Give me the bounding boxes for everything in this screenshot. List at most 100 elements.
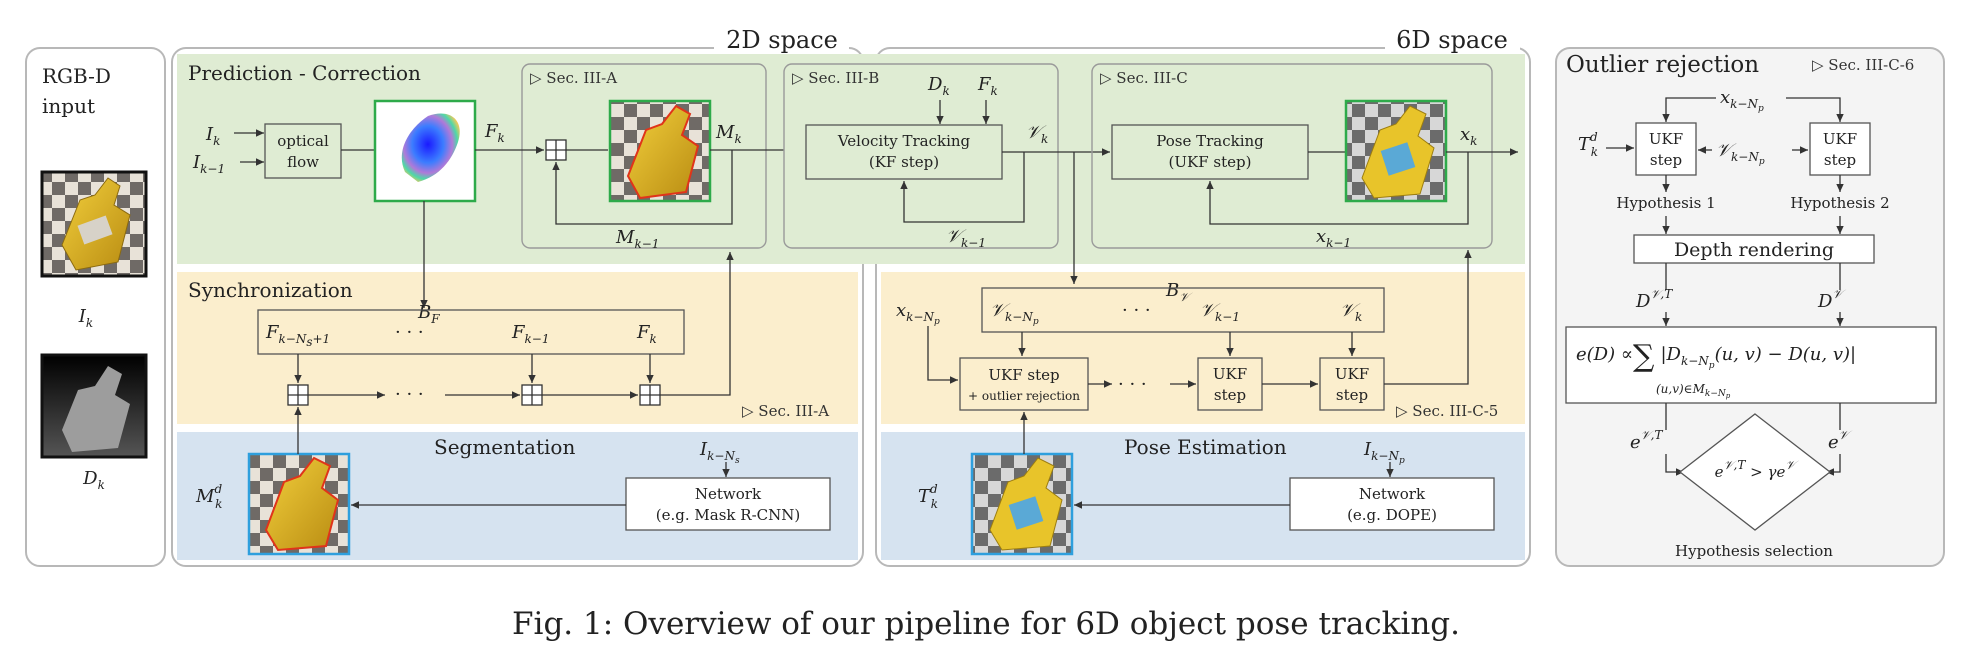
hypothesis-2-label: Hypothesis 2 bbox=[1790, 194, 1889, 212]
ukf-step-box-1 bbox=[1197, 357, 1263, 411]
pose-render-image bbox=[1344, 99, 1448, 203]
ukf-step-2-label-2: step bbox=[1336, 386, 1368, 404]
space-2d-title: 2D space bbox=[726, 26, 838, 54]
velocity-buffer-box bbox=[981, 287, 1385, 333]
label-fk-vel: Fk bbox=[977, 74, 998, 98]
sec-ref-3a-sync: ▷ Sec. III-A bbox=[742, 402, 829, 420]
label-mk: Mk bbox=[715, 122, 742, 146]
figure-caption: Fig. 1: Overview of our pipeline for 6D … bbox=[512, 606, 1460, 642]
space-6d-tab-bg bbox=[1385, 26, 1520, 56]
depth-image-thumbnail bbox=[40, 353, 148, 459]
label-fk-top: Fk bbox=[484, 121, 505, 145]
input-title-line1: RGB-D bbox=[42, 64, 111, 88]
label-ik-1: Ik−1 bbox=[192, 152, 225, 176]
pose-net-label-2: (e.g. DOPE) bbox=[1347, 506, 1437, 524]
label-bf: BF bbox=[417, 302, 440, 326]
error-sum-subscript: (u,v)∈Mk−Np bbox=[1656, 382, 1731, 400]
prediction-correction-title: Prediction - Correction bbox=[188, 61, 421, 85]
arrow-sync-to-correction bbox=[660, 252, 734, 396]
or-ukf-box-2 bbox=[1809, 122, 1871, 176]
label-xk: xk bbox=[1460, 124, 1477, 148]
input-title-line2: input bbox=[42, 94, 95, 118]
sec-ref-3b: ▷ Sec. III-B bbox=[792, 69, 879, 87]
buffer-f-k1: Fk−1 bbox=[511, 322, 549, 346]
combine-operator-sync-3 bbox=[639, 384, 661, 406]
ukf-step-1-label-2: step bbox=[1214, 386, 1246, 404]
arrow-xk-feedback bbox=[1206, 152, 1469, 225]
arrow-xknp-ukf bbox=[927, 326, 958, 384]
velocity-label-2: (KF step) bbox=[869, 153, 939, 171]
velocity-subbox bbox=[783, 63, 1059, 249]
segmentation-mask-image bbox=[247, 452, 351, 556]
ukf-step-1-label-1: UKF bbox=[1213, 365, 1247, 383]
error-formula-box bbox=[1565, 326, 1937, 404]
segmentation-title: Segmentation bbox=[434, 435, 575, 459]
label-xk-1: xk−1 bbox=[1316, 226, 1351, 250]
arrow-vk-feedback bbox=[900, 152, 1025, 223]
ukf-outlier-label-2: + outlier rejection bbox=[968, 389, 1080, 403]
sec-ref-3c6: ▷ Sec. III-C-6 bbox=[1812, 56, 1914, 74]
correction-subbox bbox=[521, 63, 767, 249]
ukf-outlier-label-1: UKF step bbox=[988, 366, 1059, 384]
pose-label-2: (UKF step) bbox=[1169, 153, 1252, 171]
sec-ref-3c: ▷ Sec. III-C bbox=[1100, 69, 1188, 87]
mask-image bbox=[608, 99, 712, 203]
buffer-dots: · · · bbox=[395, 322, 424, 343]
input-rgb-label: Ik bbox=[78, 306, 93, 330]
pose-tracking-box bbox=[1111, 124, 1309, 180]
label-dk: Dk bbox=[927, 74, 950, 98]
label-ik-np: Ik−Np bbox=[1363, 439, 1405, 466]
velocity-label-1: Velocity Tracking bbox=[837, 132, 971, 150]
ukf-step-2-label-1: UKF bbox=[1335, 365, 1369, 383]
hypothesis-decision-diamond bbox=[1678, 413, 1832, 531]
label-ik: Ik bbox=[205, 124, 220, 148]
or-ukf-box-1 bbox=[1635, 122, 1697, 176]
or-ukf-1-label-2: step bbox=[1650, 151, 1682, 169]
pose-estimation-image bbox=[970, 452, 1074, 556]
sec-ref-3c5: ▷ Sec. III-C-5 bbox=[1396, 402, 1498, 420]
decision-label: e𝒱,T > γe𝒱 bbox=[1715, 458, 1800, 481]
seg-net-label-1: Network bbox=[695, 485, 762, 503]
combine-operator-sync-1 bbox=[287, 384, 309, 406]
label-e-vt: e𝒱,T bbox=[1630, 428, 1663, 453]
buffer-f-k: Fk bbox=[636, 322, 657, 346]
combine-operator-top bbox=[545, 139, 567, 161]
depth-rendering-box bbox=[1633, 234, 1875, 264]
label-ik-ns: Ik−Ns bbox=[699, 439, 740, 466]
arrow-ukf-to-pose bbox=[1384, 250, 1472, 385]
rgb-image-thumbnail bbox=[40, 170, 148, 278]
synchronization-title: Synchronization bbox=[188, 278, 353, 302]
arrow-x-ukf1 bbox=[1662, 97, 1716, 122]
arrow-x-ukf2 bbox=[1786, 97, 1844, 122]
pose-estimation-title: Pose Estimation bbox=[1124, 435, 1287, 459]
ukf-step-box-2 bbox=[1319, 357, 1385, 411]
seg-net-label-2: (e.g. Mask R-CNN) bbox=[656, 506, 800, 524]
pose-net-label-1: Network bbox=[1359, 485, 1426, 503]
arrow-mk-feedback bbox=[552, 150, 733, 225]
pose-network-box bbox=[1289, 477, 1495, 531]
buffer-f-first: Fk−Ns+1 bbox=[265, 322, 330, 349]
arrow-evt-decision bbox=[1665, 454, 1684, 476]
optical-flow-label-1: optical bbox=[277, 132, 329, 150]
label-x-knp: xk−Np bbox=[1720, 87, 1764, 114]
buffer-v-dots: · · · bbox=[1122, 300, 1151, 321]
space-2d-tab-bg bbox=[714, 26, 849, 56]
error-formula: e(D) ∝∑|Dk−Np(u, v) − D(u, v)| bbox=[1576, 339, 1856, 374]
optical-flow-label-2: flow bbox=[287, 153, 319, 171]
velocity-tracking-box bbox=[805, 124, 1003, 180]
optical-flow-image bbox=[373, 99, 477, 203]
pose-tracking-subbox bbox=[1091, 63, 1493, 249]
flow-buffer-box bbox=[257, 309, 685, 355]
combine-operator-sync-2 bbox=[521, 384, 543, 406]
hypothesis-1-label: Hypothesis 1 bbox=[1616, 194, 1715, 212]
pose-label-1: Pose Tracking bbox=[1156, 132, 1264, 150]
ukf-outlier-box bbox=[959, 357, 1089, 411]
label-d-vt: D𝒱,T bbox=[1635, 287, 1673, 312]
or-ukf-2-label-2: step bbox=[1824, 151, 1856, 169]
sec-ref-3a-top: ▷ Sec. III-A bbox=[530, 69, 617, 87]
segmentation-network-box bbox=[625, 477, 831, 531]
